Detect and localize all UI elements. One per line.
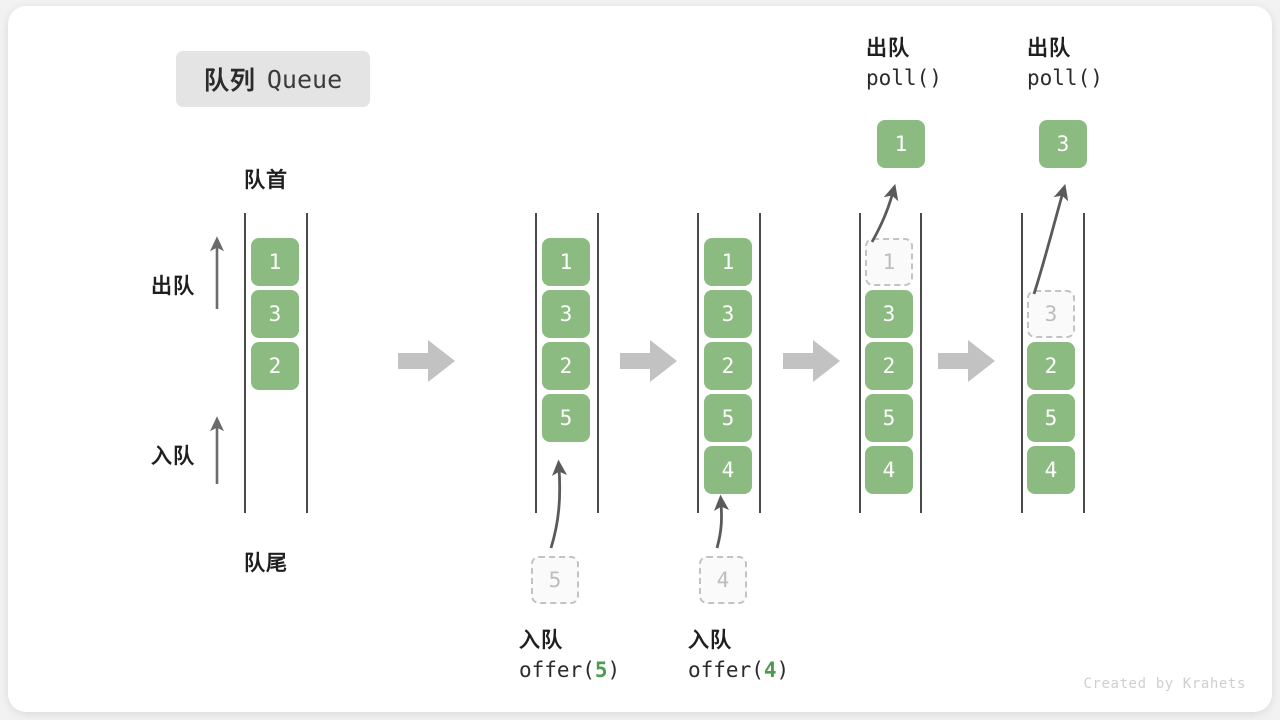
code-prefix: offer( [688,657,764,682]
code-prefix: poll( [866,65,930,90]
queue-node: 1 [251,238,299,286]
enqueue-caption-col3: 入队 offer(4) [688,626,789,686]
queue-rail-right-col3 [759,213,761,513]
queue-rail-left-col1 [244,213,246,513]
queue-node: 2 [1027,342,1075,390]
code-suffix: ) [607,657,621,682]
queue-node: 5 [1027,394,1075,442]
queue-tail-label: 队尾 [244,552,288,575]
code-arg: 5 [594,657,608,682]
queue-node: 1 [542,238,590,286]
queue-rail-left-col5 [1021,213,1023,513]
queue-node: 4 [1027,446,1075,494]
title-cn: 队列 [203,67,256,95]
enqueue-caption-col2: 入队 offer(5) [519,626,620,686]
queue-node: 4 [704,446,752,494]
queue-head-label: 队首 [244,169,288,192]
queue-node: 3 [251,290,299,338]
code-suffix: ) [776,657,790,682]
step-arrow-icon [938,340,995,382]
queue-node: 1 [704,238,752,286]
queue-node-removed: 1 [865,238,913,286]
enqueue-flow-arrow-icon [549,459,568,549]
dequeue-flow-arrow-icon [1032,183,1069,295]
code-suffix: ) [1090,65,1103,90]
queue-rail-left-col2 [535,213,537,513]
dequeue-caption-col4: 出队 poll() [866,34,942,94]
enqueue-direction-label: 入队 [151,445,195,468]
step-arrow-icon [620,340,677,382]
title-en: Queue [266,64,343,94]
queue-node: 3 [704,290,752,338]
queue-node: 5 [542,394,590,442]
dequeue-caption-code: poll() [1027,64,1103,94]
queue-rail-right-col5 [1083,213,1085,513]
queue-node: 2 [704,342,752,390]
enqueue-caption-code: offer(5) [519,656,620,686]
enqueue-caption-code: offer(4) [688,656,789,686]
enqueue-caption-cn: 入队 [688,629,732,652]
code-suffix: ) [929,65,942,90]
queue-node: 5 [704,394,752,442]
code-prefix: poll( [1027,65,1091,90]
queue-rail-right-col1 [306,213,308,513]
queue-node: 3 [865,290,913,338]
queue-node: 5 [865,394,913,442]
outgoing-node: 1 [877,120,925,168]
dequeue-caption-cn: 出队 [1027,37,1071,60]
queue-node: 4 [865,446,913,494]
code-prefix: offer( [519,657,595,682]
queue-rail-left-col3 [697,213,699,513]
queue-node: 2 [542,342,590,390]
dequeue-caption-col5: 出队 poll() [1027,34,1103,94]
title-badge: 队列 Queue [176,51,370,107]
outgoing-node: 3 [1039,120,1087,168]
code-arg: 4 [763,657,777,682]
step-arrow-icon [398,340,455,382]
enqueue-caption-cn: 入队 [519,629,563,652]
incoming-ghost-node: 5 [531,556,579,604]
dequeue-caption-cn: 出队 [866,37,910,60]
dequeue-flow-arrow-icon [870,183,899,243]
diagram-card: 队列 Queue 队首 队尾 出队 入队 1 3 2 1 3 2 5 5 入队 … [8,6,1272,712]
queue-node-removed: 3 [1027,290,1075,338]
queue-node: 3 [542,290,590,338]
credit-text: Created by Krahets [1083,676,1246,692]
dequeue-caption-code: poll() [866,64,942,94]
step-arrow-icon [783,340,840,382]
incoming-ghost-node: 4 [699,556,747,604]
enqueue-flow-arrow-icon [713,494,730,549]
dequeue-direction-label: 出队 [151,275,195,298]
queue-rail-right-col4 [920,213,922,513]
queue-rail-right-col2 [597,213,599,513]
queue-node: 2 [865,342,913,390]
queue-node: 2 [251,342,299,390]
queue-rail-left-col4 [859,213,861,513]
